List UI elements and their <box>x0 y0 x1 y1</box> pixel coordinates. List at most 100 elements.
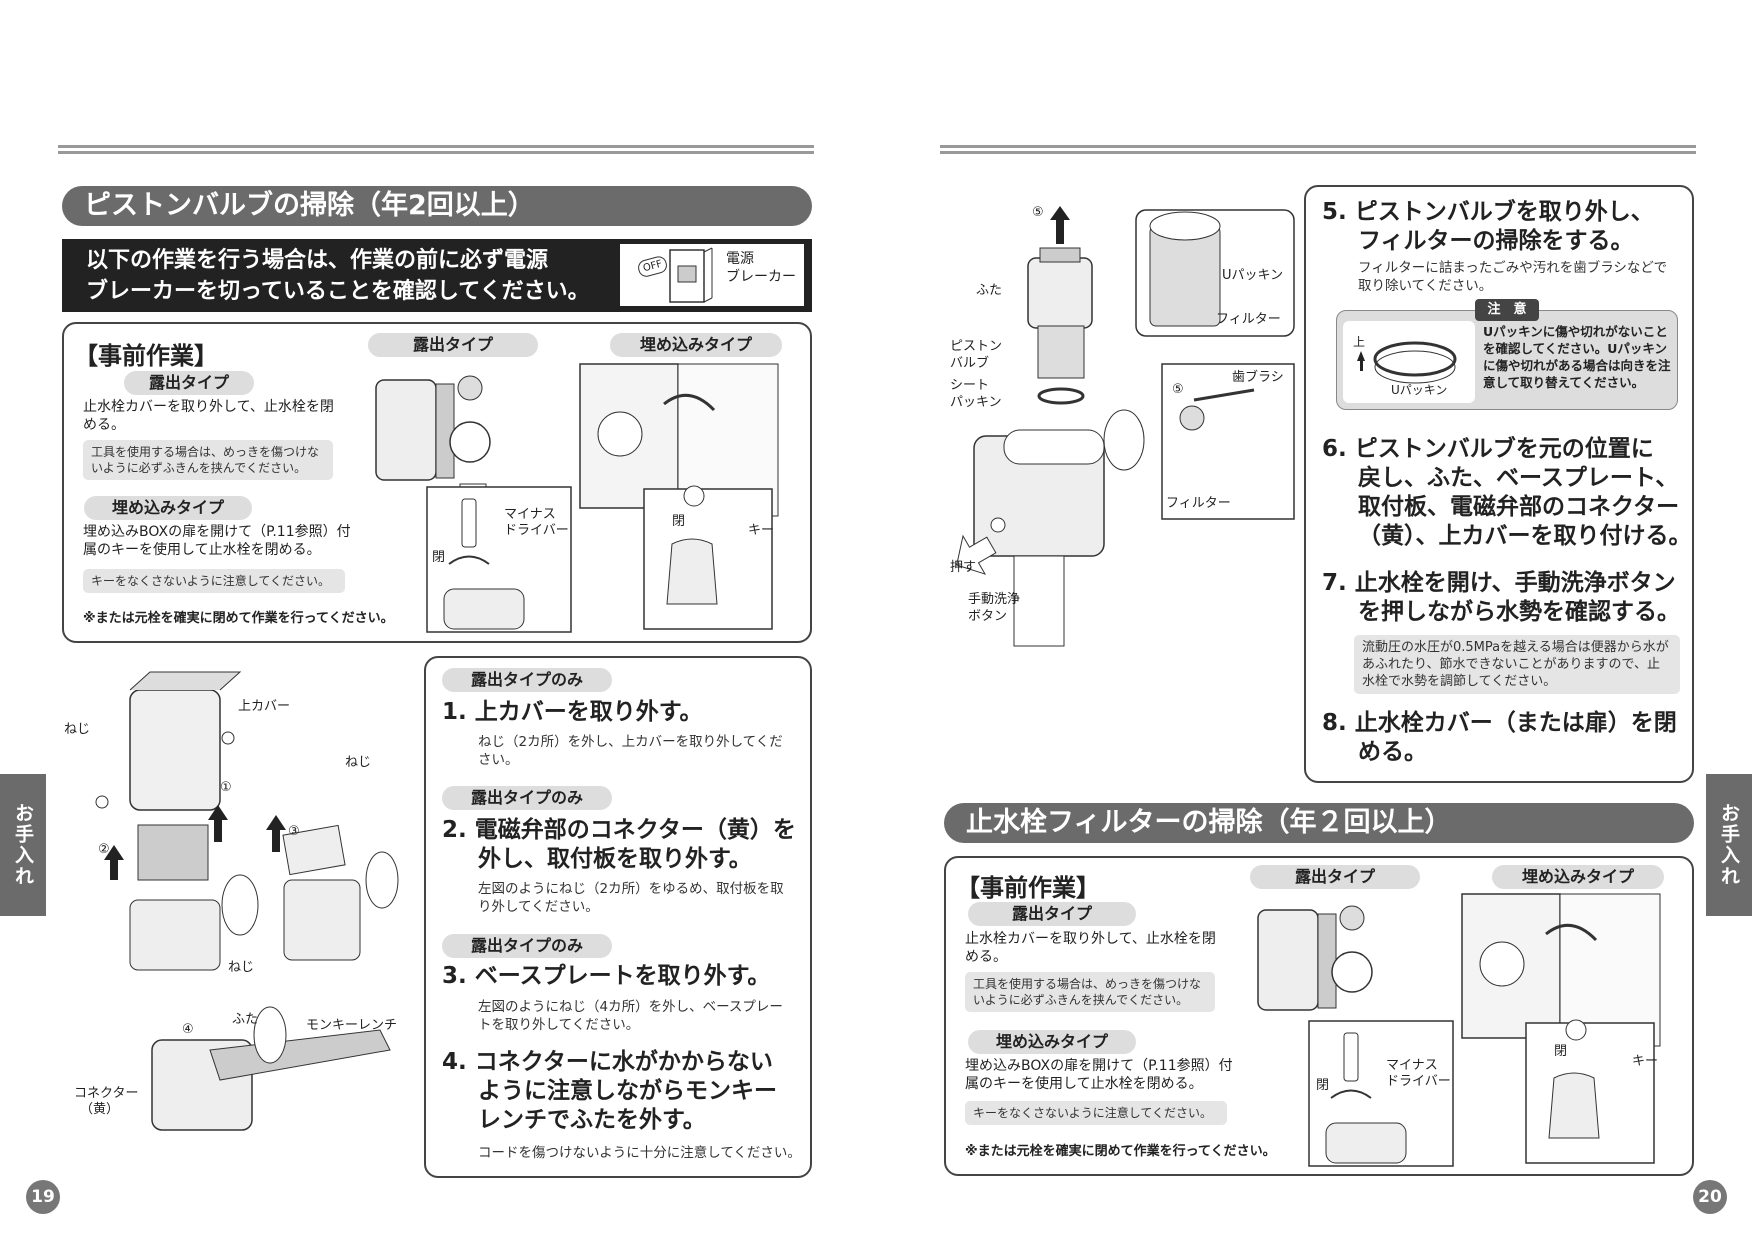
prep-footnote-right: ※または元栓を確実に閉めて作業を行ってください。 <box>965 1144 1276 1159</box>
lbl-wrench: モンキーレンチ <box>306 1018 398 1033</box>
step2-title: 2. 電磁弁部のコネクター（黄）を 外し、取付板を取り外す。 <box>442 816 796 874</box>
lbl-driver-right: ドライバー <box>1386 1074 1451 1089</box>
breaker-label-breaker: ブレーカー <box>726 269 796 285</box>
upacking-figure: 上 Uパッキン <box>1343 321 1475 403</box>
lbl-minus: マイナス <box>504 507 556 522</box>
fig-embedded-pill: 埋め込みタイプ <box>610 333 782 357</box>
lbl-lid-right: ふた <box>976 283 1003 298</box>
step7-note: 流動圧の水圧が0.5MPaを越える場合は便器から水があふれたり、節水できないこと… <box>1354 635 1680 694</box>
step3-sub: 左図のようにねじ（4カ所）を外し、ベースプレートを取り外してください。 <box>478 999 783 1033</box>
prep-illustration <box>375 363 779 633</box>
lbl-piston-1: ピストン <box>950 339 1003 354</box>
exposed-note-right: 工具を使用する場合は、めっきを傷つけないように必ずふきんを挟んでください。 <box>965 972 1215 1012</box>
prep-footnote: ※または元栓を確実に閉めて作業を行ってください。 <box>83 611 394 626</box>
header-rule-right <box>940 145 1696 154</box>
side-tab-right[interactable]: お手入れ <box>1706 774 1752 916</box>
prep-illustration-right <box>1257 893 1661 1167</box>
step2-title-line2: 外し、取付板を取り外す。 <box>478 846 752 872</box>
fig-exposed-pill: 露出タイプ <box>368 333 538 357</box>
exposed-pill-right: 露出タイプ <box>968 902 1136 926</box>
lbl-push: 押す <box>950 560 977 575</box>
step3-title-line1: ベースプレートを取り外す。 <box>474 963 771 989</box>
fig-embedded-pill-right: 埋め込みタイプ <box>1492 865 1664 889</box>
step3-pill: 露出タイプのみ <box>442 934 612 958</box>
lbl-close-right: 閉 <box>1316 1078 1330 1093</box>
header-rule-left <box>58 145 814 154</box>
step4-title-line3: レンチでふたを外す。 <box>478 1107 706 1133</box>
prep-title-right: 【事前作業】 <box>956 874 1100 902</box>
side-tab-left[interactable]: お手入れ <box>0 774 46 916</box>
lbl-seat-1: シート <box>950 378 990 393</box>
step7-title: 7. 止水栓を開け、手動洗浄ボタン を押しながら水勢を確認する。 <box>1322 569 1680 627</box>
embedded-pill: 埋め込みタイプ <box>84 496 252 520</box>
step6-title-line3: 取付板、電磁弁部のコネクター <box>1358 494 1680 520</box>
step8-title-line1: 止水栓カバー（または扉）を閉 <box>1354 710 1677 736</box>
step4-num: 4. <box>442 1049 467 1075</box>
section-title-filter: 止水栓フィルターの掃除（年２回以上） <box>944 803 1694 843</box>
lbl-c4: ④ <box>182 1022 194 1037</box>
step1-sub: ねじ（2カ所）を外し、上カバーを取り外してください。 <box>478 734 783 768</box>
step8-title-line2: める。 <box>1358 739 1427 765</box>
embedded-text-right: 埋め込みBOXの扉を開けて（P.11参照）付属のキーを使用して止水栓を閉める。 <box>965 1058 1233 1092</box>
step4-sub: コードを傷つけないように十分に注意してください。 <box>478 1145 801 1161</box>
step7-title-line2: を押しながら水勢を確認する。 <box>1358 599 1680 625</box>
step4-title-line2: ように注意しながらモンキー <box>478 1078 777 1104</box>
lbl-close2: 閉 <box>672 514 686 529</box>
lbl-brush: 歯ブラシ <box>1232 370 1284 385</box>
step6-title-line4: （黄）、上カバーを取り付ける。 <box>1358 523 1692 549</box>
step4-title: 4. コネクターに水がかからない ように注意しながらモンキー レンチでふたを外す… <box>442 1048 777 1135</box>
prep-title: 【事前作業】 <box>74 342 218 370</box>
upacking-up-label: 上 <box>1353 335 1366 349</box>
lbl-manual-2: ボタン <box>968 609 1008 624</box>
piston-valve-illustration <box>956 206 1295 647</box>
steps-card-left: 露出タイプのみ 1. 上カバーを取り外す。 ねじ（2カ所）を外し、上カバーを取り… <box>424 656 812 1178</box>
prep-card-left: 【事前作業】 露出タイプ 止水栓カバーを取り外して、止水栓を閉める。 工具を使用… <box>62 322 812 643</box>
lbl-top-cover: 上カバー <box>238 699 291 714</box>
step2-num: 2. <box>442 817 467 843</box>
lbl-screw-1: ねじ <box>64 722 91 737</box>
steps-card-right: 5. ピストンバルブを取り外し、 フィルターの掃除をする。 フィルターに詰まった… <box>1304 185 1694 783</box>
step6-num: 6. <box>1322 436 1347 462</box>
exposed-note: 工具を使用する場合は、めっきを傷つけないように必ずふきんを挟んでください。 <box>83 440 333 480</box>
breaker-figure: OFF 電源 ブレーカー <box>620 244 804 306</box>
embedded-note-right: キーをなくさないように注意してください。 <box>965 1101 1227 1125</box>
lbl-c3: ③ <box>288 824 300 839</box>
step8-title: 8. 止水栓カバー（または扉）を閉 める。 <box>1322 709 1677 767</box>
lbl-c5a: ⑤ <box>1032 205 1044 220</box>
step2-sub: 左図のようにねじ（2カ所）をゆるめ、取付板を取り外してください。 <box>478 881 784 915</box>
step6-title-line2: 戻し、ふた、ベースプレート、 <box>1358 465 1679 491</box>
lbl-lid: ふた <box>232 1012 259 1027</box>
upacking-ring-icon <box>1357 341 1457 384</box>
section-title-piston: ピストンバルブの掃除（年2回以上） <box>62 186 812 226</box>
lbl-driver: ドライバー <box>504 523 569 538</box>
warning-line2: ブレーカーを切っていることを確認してください。 <box>86 279 590 304</box>
step1-title-line1: 上カバーを取り外す。 <box>474 699 703 725</box>
lbl-filter-2: フィルター <box>1166 496 1231 511</box>
step1-pill: 露出タイプのみ <box>442 668 612 692</box>
lbl-close: 閉 <box>432 550 446 565</box>
step4-title-line1: コネクターに水がかからない <box>474 1049 773 1075</box>
lbl-yellow: （黄） <box>80 1102 120 1117</box>
step2-pill: 露出タイプのみ <box>442 786 612 810</box>
prep-card-right: 【事前作業】 露出タイプ 止水栓カバーを取り外して、止水栓を閉める。 工具を使用… <box>944 856 1694 1176</box>
step3-num: 3. <box>442 963 467 989</box>
lbl-c1: ① <box>220 780 232 795</box>
lbl-c2: ② <box>98 842 110 857</box>
step6-title-line1: ピストンバルブを元の位置に <box>1354 436 1654 462</box>
warning-line1: 以下の作業を行う場合は、作業の前に必ず電源 <box>86 248 549 273</box>
lbl-piston-2: バルブ <box>950 356 990 371</box>
lbl-filter: フィルター <box>1216 312 1281 327</box>
step7-num: 7. <box>1322 570 1347 596</box>
step7-title-line1: 止水栓を開け、手動洗浄ボタン <box>1354 570 1676 596</box>
step8-num: 8. <box>1322 710 1347 736</box>
upacking-fig-label: Uパッキン <box>1391 383 1448 397</box>
lbl-key-right: キー <box>1632 1054 1659 1069</box>
page-number-right: 20 <box>1693 1180 1727 1214</box>
lbl-minus-right: マイナス <box>1386 1058 1438 1073</box>
step5-title-line2: フィルターの掃除をする。 <box>1358 228 1634 254</box>
exposed-text-right: 止水栓カバーを取り外して、止水栓を閉める。 <box>965 931 1216 965</box>
step1-title: 1. 上カバーを取り外す。 <box>442 698 702 727</box>
embedded-pill-right: 埋め込みタイプ <box>968 1030 1136 1054</box>
lbl-upacking: Uパッキン <box>1222 268 1284 283</box>
step5-sub: フィルターに詰まったごみや汚れを歯ブラシなどで取り除いてください。 <box>1358 260 1668 294</box>
